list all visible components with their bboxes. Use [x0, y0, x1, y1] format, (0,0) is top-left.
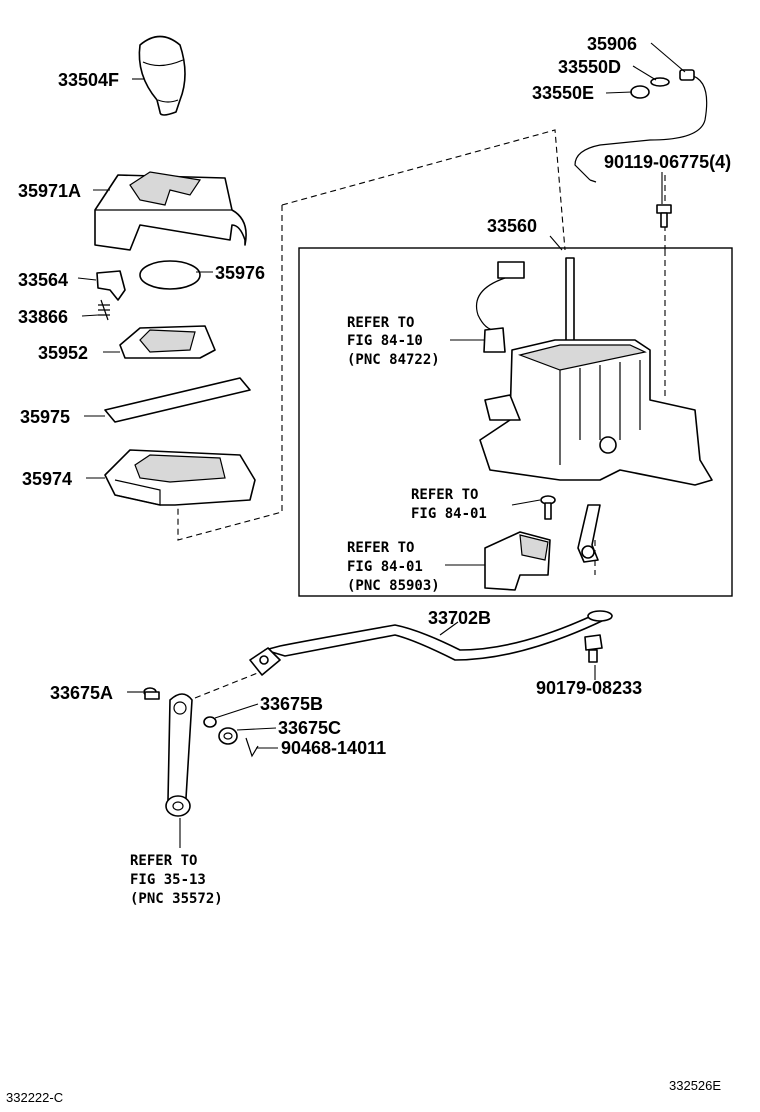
label-35906: 35906 [587, 34, 637, 54]
bushing-33675c [218, 727, 238, 745]
label-35974: 35974 [22, 469, 72, 489]
label-33675C: 33675C [278, 718, 341, 738]
shift-lever-assembly-box [298, 247, 733, 597]
shift-knob [138, 35, 186, 116]
clip-90468 [245, 737, 259, 758]
label-33675B: 33675B [260, 694, 323, 714]
switch-connector [476, 261, 525, 353]
footer-code-left: 332222-C [6, 1090, 63, 1105]
illumination-bulb-wire [574, 69, 708, 183]
shift-lever-assembly [479, 257, 713, 486]
label-33550D: 33550D [558, 57, 621, 77]
slide-cover-strip [104, 377, 251, 423]
refer-note-84-10: REFER TO FIG 84-10 (PNC 84722) [347, 315, 440, 368]
transmission-control-cable [249, 610, 613, 676]
svg-text:FIG 84-10: FIG 84-10 [347, 333, 423, 349]
svg-text:FIG 35-13: FIG 35-13 [130, 872, 206, 888]
bolt-90119 [656, 204, 672, 228]
svg-text:(PNC 85903): (PNC 85903) [347, 578, 440, 594]
label-33675A: 33675A [50, 683, 113, 703]
label-90179: 90179-08233 [536, 678, 642, 698]
label-33866: 33866 [18, 307, 68, 327]
indicator-plate [119, 325, 216, 359]
label-35952: 35952 [38, 343, 88, 363]
svg-text:(PNC 84722): (PNC 84722) [347, 352, 440, 368]
svg-text:FIG 84-01: FIG 84-01 [411, 506, 487, 522]
refer-note-84-01: REFER TO FIG 84-01 [411, 487, 487, 522]
label-33564: 33564 [18, 270, 68, 290]
svg-text:REFER TO: REFER TO [347, 315, 414, 331]
refer-note-84-01-pnc: REFER TO FIG 84-01 (PNC 85903) [347, 540, 440, 594]
console-cover [94, 171, 247, 251]
svg-text:REFER TO: REFER TO [411, 487, 478, 503]
control-shaft-lever [165, 693, 193, 817]
indicator-housing [104, 449, 256, 506]
svg-text:REFER TO: REFER TO [130, 853, 197, 869]
dashed-guides [177, 129, 666, 699]
label-33560: 33560 [487, 216, 537, 236]
shift-lock-solenoid [484, 531, 551, 591]
screw-ref [540, 495, 556, 520]
label-35971A: 35971A [18, 181, 81, 201]
label-90468: 90468-14011 [281, 738, 386, 758]
svg-text:(PNC 35572): (PNC 35572) [130, 891, 223, 907]
refer-note-35-13: REFER TO FIG 35-13 (PNC 35572) [130, 853, 223, 907]
washer-33675b [203, 716, 217, 728]
lock-release-button [96, 270, 126, 321]
label-33550E: 33550E [532, 83, 594, 103]
svg-text:FIG 84-01: FIG 84-01 [347, 559, 423, 575]
label-90119: 90119-06775(4) [604, 152, 731, 172]
lever-arm [577, 504, 601, 563]
label-33504F: 33504F [58, 70, 119, 90]
label-35976: 35976 [215, 263, 265, 283]
label-33702B: 33702B [428, 608, 491, 628]
footer-code-right: 332526E [669, 1078, 721, 1093]
label-35975: 35975 [20, 407, 70, 427]
pin-33675a [143, 687, 160, 700]
svg-text:REFER TO: REFER TO [347, 540, 414, 556]
nut-90179 [584, 634, 603, 663]
indicator-disc [139, 260, 201, 290]
